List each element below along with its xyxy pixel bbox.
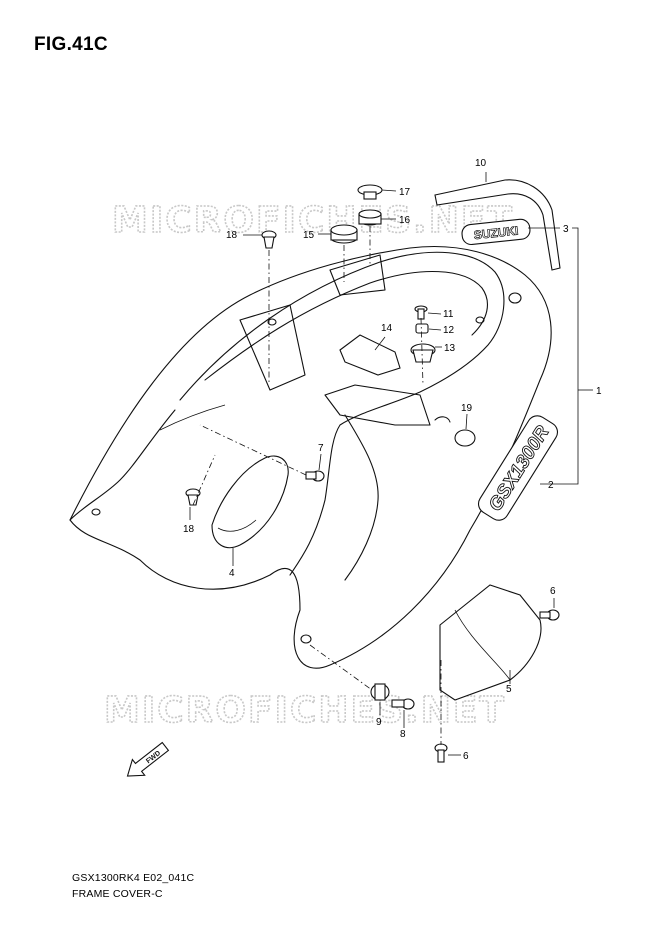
callout-13: 13 <box>444 343 456 354</box>
callout-1: 1 <box>596 386 602 397</box>
grommet-15 <box>330 224 358 244</box>
clip-18-top <box>261 230 277 249</box>
screw-17 <box>357 184 383 200</box>
leader-lines <box>189 172 593 756</box>
seat-opening-edge <box>179 251 505 576</box>
watermark-bottom: MICROFICHES.NET <box>104 690 506 731</box>
bolt-11 <box>414 305 428 320</box>
callout-11: 11 <box>443 309 454 320</box>
callout-16: 16 <box>399 215 411 226</box>
inner-flange <box>204 271 488 381</box>
callout-10: 10 <box>475 158 487 169</box>
left-bracket <box>239 304 306 391</box>
lower-cover-fold <box>454 609 511 681</box>
storage-case-seam <box>217 519 257 532</box>
callout-18-lower: 18 <box>183 524 195 535</box>
callout-15: 15 <box>303 230 315 241</box>
callout-12: 12 <box>443 325 455 336</box>
callout-6-upper: 6 <box>550 586 556 597</box>
mount-hole-b <box>475 316 485 324</box>
callout-3: 3 <box>563 224 569 235</box>
callout-2: 2 <box>548 480 554 491</box>
bracket-14 <box>339 334 401 376</box>
callout-18-top: 18 <box>226 230 238 241</box>
mount-hole-lower <box>300 634 312 644</box>
frame-rail <box>344 414 379 581</box>
center-bracket <box>324 384 431 426</box>
damper-13 <box>410 343 436 363</box>
grab-handle <box>434 179 561 271</box>
callout-8: 8 <box>400 729 406 740</box>
grommet-9 <box>370 683 390 701</box>
bolt-6-upper <box>539 609 560 621</box>
suzuki-decal: SUZUKI <box>461 218 531 246</box>
callout-9: 9 <box>376 717 382 728</box>
callout-4: 4 <box>229 568 235 579</box>
mount-hole-tail <box>91 508 101 516</box>
tail-lower-edge <box>69 409 176 521</box>
callout-5: 5 <box>506 684 512 695</box>
mount-hole-a <box>267 318 277 326</box>
watermark-top: MICROFICHES.NET <box>112 200 514 241</box>
cushion-19 <box>434 416 476 447</box>
footer-section-name: FRAME COVER-C <box>72 888 163 900</box>
suzuki-decal-text: SUZUKI <box>473 224 519 243</box>
screw-8 <box>391 698 415 710</box>
callout-17: 17 <box>399 187 411 198</box>
footer-model-code: GSX1300RK4 E02_041C <box>72 872 195 884</box>
callout-19: 19 <box>461 403 473 414</box>
front-bracket <box>329 254 386 296</box>
mount-hole-rear <box>508 292 522 304</box>
nut-12 <box>415 323 429 334</box>
screw-7 <box>305 470 325 482</box>
grommet-16 <box>358 209 382 226</box>
callout-6-lower: 6 <box>463 751 469 762</box>
bolt-6-lower <box>434 743 448 763</box>
assembly-lines <box>192 226 442 745</box>
storage-case-4 <box>211 455 289 549</box>
clip-18-lower <box>185 488 201 506</box>
tail-crease <box>159 404 226 431</box>
figure-title: FIG.41C <box>34 34 108 55</box>
callout-7: 7 <box>318 443 324 454</box>
callout-14: 14 <box>381 323 393 334</box>
lower-cover-5 <box>439 584 542 701</box>
callout-labels: 10 17 16 15 18 3 1 2 11 12 13 14 19 7 18… <box>183 158 602 762</box>
fwd-arrow: FWD <box>126 741 170 777</box>
